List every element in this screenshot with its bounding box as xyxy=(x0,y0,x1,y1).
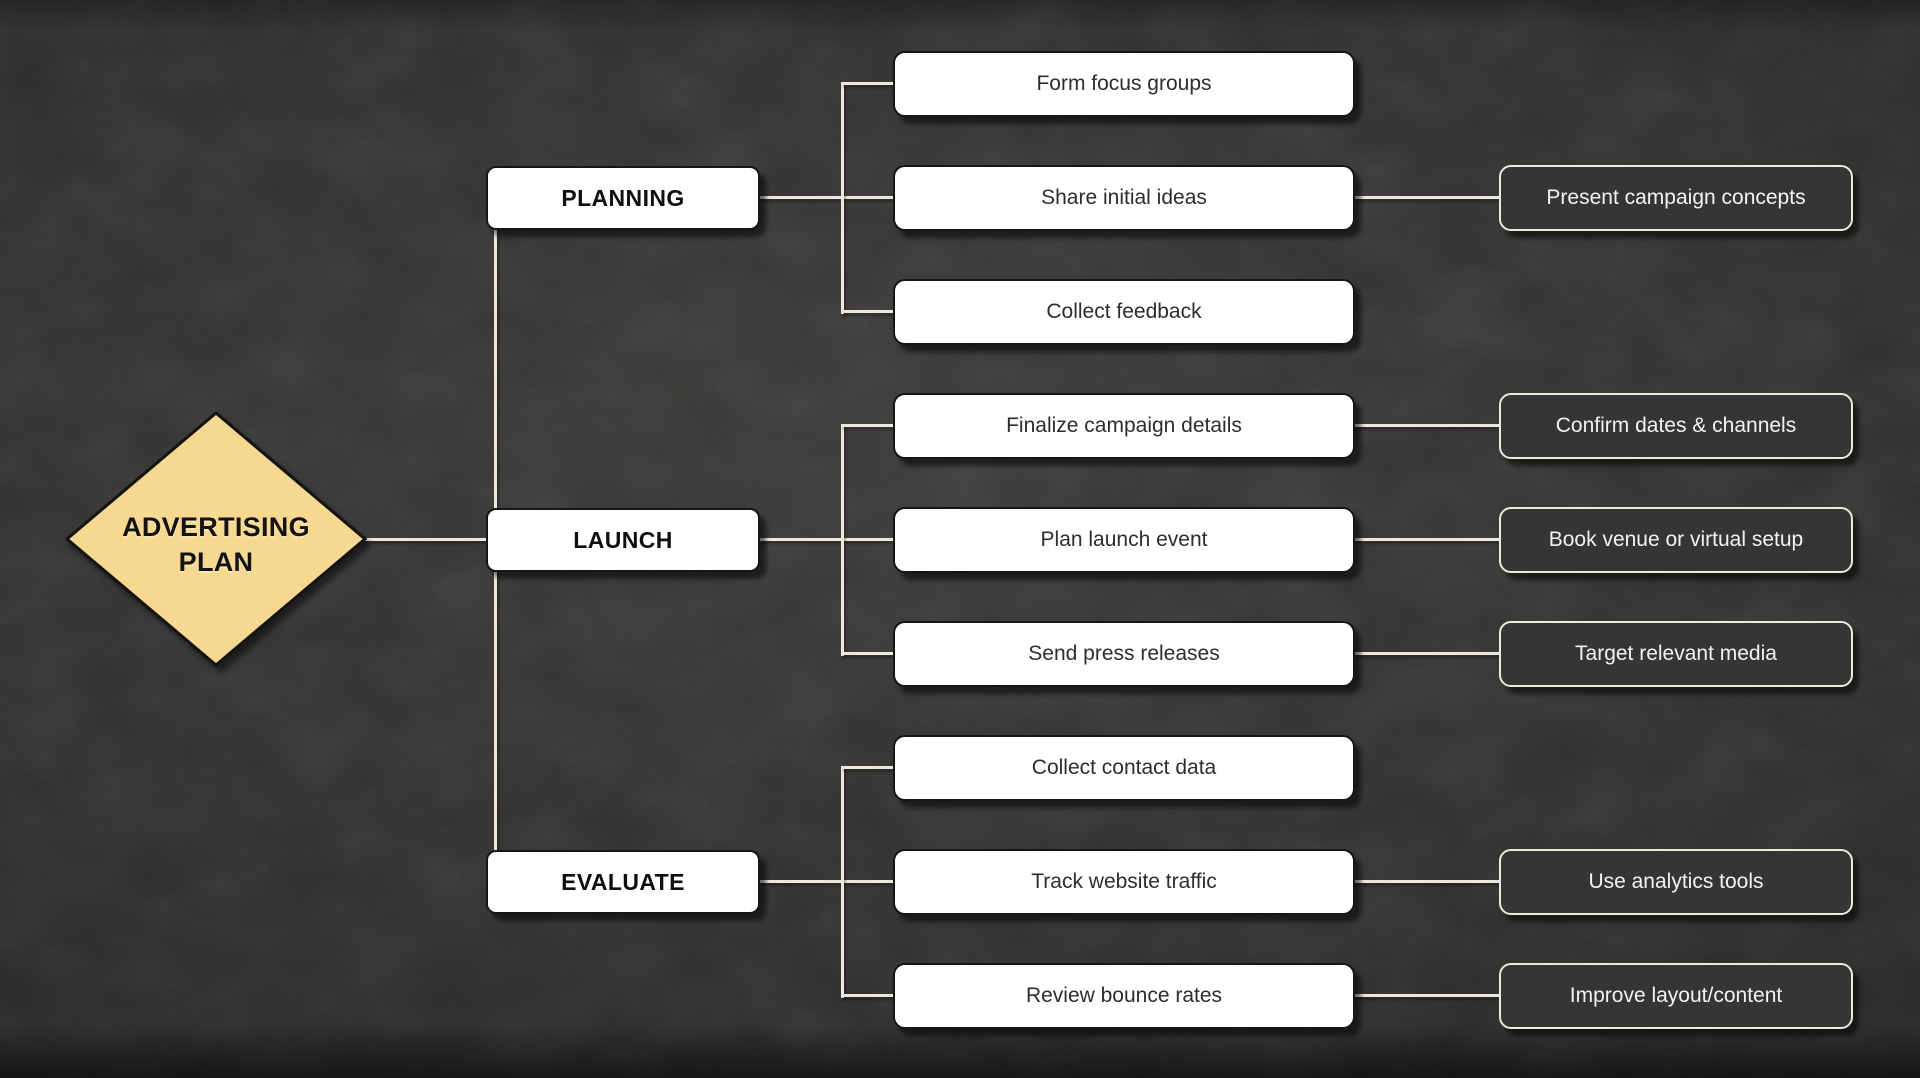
phase-node-evaluate[interactable]: EVALUATE xyxy=(486,850,760,914)
connector-planning-stem xyxy=(757,196,897,199)
task-node-form-focus-groups[interactable]: Form focus groups xyxy=(893,51,1355,117)
task-node-finalize-campaign-details[interactable]: Finalize campaign details xyxy=(893,393,1355,459)
connector-launch-stem xyxy=(757,538,897,541)
connector-detail-link xyxy=(1352,880,1502,883)
task-node-review-bounce-rates[interactable]: Review bounce rates xyxy=(893,963,1355,1029)
task-node-share-initial-ideas[interactable]: Share initial ideas xyxy=(893,165,1355,231)
detail-node-present-campaign-concepts[interactable]: Present campaign concepts xyxy=(1499,165,1853,231)
root-node-label: ADVERTISING PLAN xyxy=(64,410,368,668)
connector-root-to-launch xyxy=(358,538,498,541)
detail-node-improve-layout-content[interactable]: Improve layout/content xyxy=(1499,963,1853,1029)
task-node-plan-launch-event[interactable]: Plan launch event xyxy=(893,507,1355,573)
detail-node-target-relevant-media[interactable]: Target relevant media xyxy=(1499,621,1853,687)
root-node-advertising-plan[interactable]: ADVERTISING PLAN xyxy=(64,410,368,668)
connector-detail-link xyxy=(1352,652,1502,655)
connector-detail-link xyxy=(1352,424,1502,427)
connector-branch-stub xyxy=(841,652,897,655)
detail-node-confirm-dates-channels[interactable]: Confirm dates & channels xyxy=(1499,393,1853,459)
task-node-collect-contact-data[interactable]: Collect contact data xyxy=(893,735,1355,801)
connector-evaluate-branch xyxy=(841,766,844,998)
root-label-line1: ADVERTISING xyxy=(122,512,310,542)
connector-launch-branch xyxy=(841,424,844,656)
task-node-send-press-releases[interactable]: Send press releases xyxy=(893,621,1355,687)
connector-branch-stub xyxy=(841,424,897,427)
connector-branch-stub xyxy=(841,310,897,313)
root-label-line2: PLAN xyxy=(178,547,254,577)
detail-node-book-venue-or-virtual-setup[interactable]: Book venue or virtual setup xyxy=(1499,507,1853,573)
connector-detail-link xyxy=(1352,196,1502,199)
connector-branch-stub xyxy=(841,766,897,769)
detail-node-use-analytics-tools[interactable]: Use analytics tools xyxy=(1499,849,1853,915)
task-node-collect-feedback[interactable]: Collect feedback xyxy=(893,279,1355,345)
task-node-track-website-traffic[interactable]: Track website traffic xyxy=(893,849,1355,915)
connector-branch-stub xyxy=(841,994,897,997)
connector-detail-link xyxy=(1352,994,1502,997)
connector-branch-stub xyxy=(841,82,897,85)
connector-evaluate-stem xyxy=(757,880,897,883)
phase-node-planning[interactable]: PLANNING xyxy=(486,166,760,230)
connector-planning-branch xyxy=(841,82,844,314)
connector-detail-link xyxy=(1352,538,1502,541)
phase-node-launch[interactable]: LAUNCH xyxy=(486,508,760,572)
